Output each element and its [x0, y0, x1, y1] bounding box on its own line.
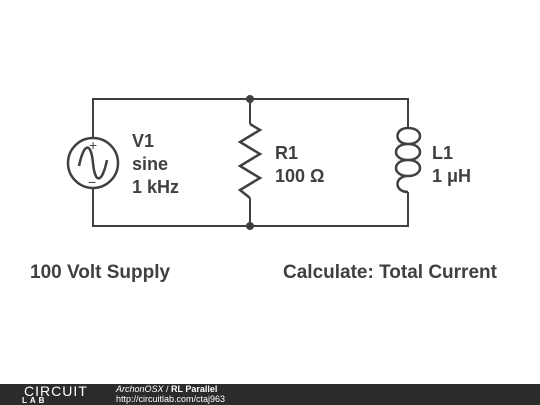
author-link[interactable]: ArchonOSX: [116, 384, 164, 394]
inductor-l1[interactable]: [394, 126, 422, 194]
plus-sign: +: [89, 137, 97, 153]
source-circle: [66, 136, 120, 190]
resistor-r1[interactable]: [237, 122, 263, 199]
circuit-url[interactable]: http://circuitlab.com/ctaj963: [116, 394, 226, 404]
v1-name-label: V1: [132, 131, 154, 151]
resistor-zigzag: [237, 122, 263, 199]
v1-type-label: sine: [132, 154, 168, 174]
footer-bar: CIRCUIT LAB ArchonOSX / RL Parallel http…: [0, 383, 540, 405]
l1-value-label: 1 μH: [432, 166, 471, 186]
task-note: Calculate: Total Current: [283, 262, 497, 283]
l1-name-label: L1: [432, 143, 453, 163]
title-separator: /: [163, 384, 172, 394]
r1-name-label: R1: [275, 143, 298, 163]
node-bottom: [246, 222, 254, 230]
minus-sign: −: [88, 174, 96, 190]
inductor-coil: [394, 126, 422, 194]
supply-note: 100 Volt Supply: [30, 262, 171, 283]
voltage-source-v1[interactable]: + −: [66, 136, 120, 190]
circuitlab-logo-bottom[interactable]: LAB: [22, 396, 48, 405]
footer-title-line: ArchonOSX / RL Parallel: [116, 384, 217, 394]
circuit-title: RL Parallel: [171, 384, 218, 394]
r1-value-label: 100 Ω: [275, 166, 324, 186]
circuitlab-logo-top[interactable]: CIRCUIT: [24, 383, 88, 399]
v1-freq-label: 1 kHz: [132, 177, 179, 197]
circuit-schematic: + − V1 sine 1 kHz R1 100 Ω L1 1 μH: [66, 95, 471, 230]
sine-wave-icon: [77, 146, 109, 180]
node-top: [246, 95, 254, 103]
